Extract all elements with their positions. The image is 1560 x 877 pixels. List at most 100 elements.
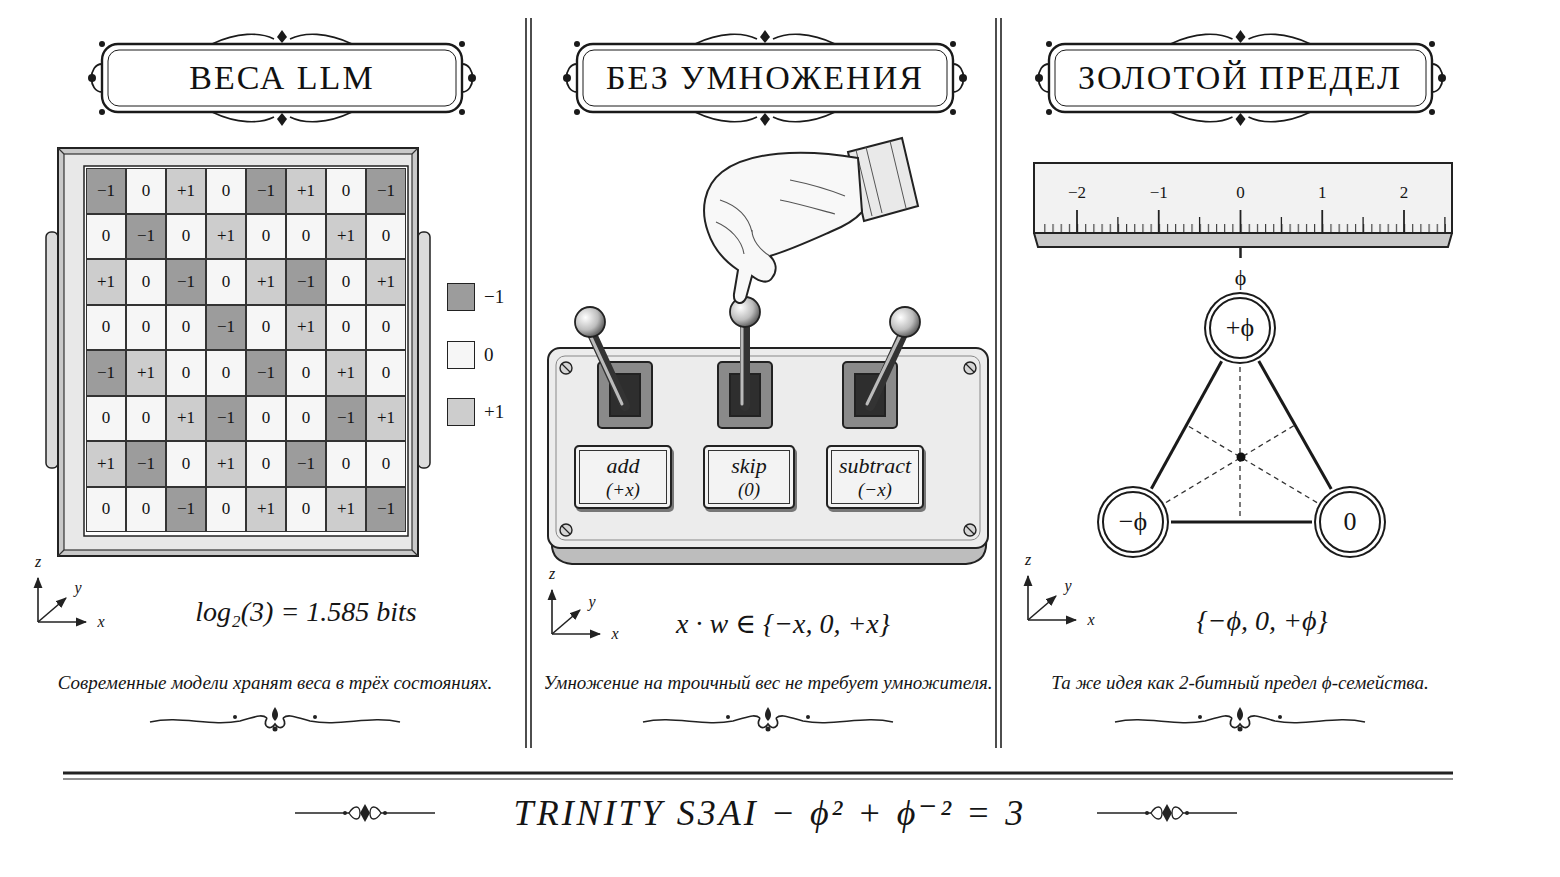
- legend-swatch: [447, 341, 475, 369]
- table-cell: 0: [326, 168, 366, 214]
- table-cell: +1: [286, 168, 326, 214]
- node-text: ВЕСА LLM: [189, 61, 374, 95]
- table-cell: −1: [326, 396, 366, 442]
- ruler-number: 0: [1236, 183, 1245, 203]
- table-cell: −1: [286, 259, 326, 305]
- table-cell: 0: [86, 214, 126, 260]
- legend-swatch: [447, 283, 475, 311]
- table-cell: −1: [366, 487, 406, 533]
- triangle-edge: [1171, 521, 1312, 524]
- panel-caption: Современные модели хранят веса в трёх со…: [58, 672, 492, 694]
- node-text: (−x): [858, 479, 892, 501]
- node-text: subtract: [839, 453, 911, 478]
- table-cell: −1: [126, 214, 166, 260]
- table-cell: 0: [206, 168, 246, 214]
- title-frame: ЗОЛОТОЙ ПРЕДЕЛ: [1043, 38, 1438, 118]
- table-cell: 0: [206, 259, 246, 305]
- table-cell: −1: [206, 305, 246, 351]
- state-circle: −ϕ: [1102, 491, 1164, 553]
- table-cell: −1: [246, 168, 286, 214]
- switch-plate: skip(0): [703, 445, 795, 509]
- table-cell: +1: [246, 259, 286, 305]
- panel-caption: Умножение на троичный вес не требует умн…: [543, 672, 992, 694]
- switch-plate: subtract(−x): [826, 445, 924, 509]
- node-text: БЕЗ УМНОЖЕНИЯ: [606, 61, 924, 95]
- table-cell: 0: [126, 259, 166, 305]
- table-cell: −1: [166, 487, 206, 533]
- axis-label: x: [611, 625, 618, 643]
- table-cell: 0: [126, 487, 166, 533]
- table-cell: −1: [206, 396, 246, 442]
- table-cell: −1: [166, 259, 206, 305]
- table-cell: −1: [286, 441, 326, 487]
- axis-label: y: [74, 579, 81, 597]
- table-cell: 0: [366, 441, 406, 487]
- axis-label: z: [35, 553, 41, 571]
- switch-plate: add(+x): [574, 445, 672, 509]
- table-cell: −1: [86, 350, 126, 396]
- title-frame: ВЕСА LLM: [96, 38, 468, 118]
- table-cell: 0: [86, 305, 126, 351]
- node-text: ЗОЛОТОЙ ПРЕДЕЛ: [1078, 61, 1402, 95]
- axis-label: z: [1025, 551, 1031, 569]
- ruler: [1034, 163, 1452, 258]
- legend-swatch: [447, 398, 475, 426]
- ruler-number: −1: [1150, 183, 1168, 203]
- table-cell: 0: [206, 350, 246, 396]
- table-cell: 0: [366, 214, 406, 260]
- node-text: −ϕ: [1119, 509, 1147, 535]
- formula: {−ϕ, 0, +ϕ}: [1196, 605, 1327, 637]
- table-cell: 0: [286, 350, 326, 396]
- table-cell: 0: [126, 396, 166, 442]
- table-cell: 0: [166, 214, 206, 260]
- axis-label: z: [549, 565, 555, 583]
- ruler-number: 1: [1318, 183, 1327, 203]
- node-text: skip: [731, 453, 766, 478]
- table-cell: 0: [126, 168, 166, 214]
- footer-caption: TRINITY S3AI − ϕ² + ϕ⁻² = 3: [514, 792, 1027, 834]
- axis-icons: [38, 576, 1076, 634]
- panel-dividers: [526, 18, 1001, 748]
- table-cell: −1: [86, 168, 126, 214]
- table-cell: +1: [326, 487, 366, 533]
- node-text: add: [607, 453, 640, 478]
- ruler-number: −2: [1068, 183, 1086, 203]
- table-cell: 0: [326, 441, 366, 487]
- table-cell: −1: [126, 441, 166, 487]
- legend-text: 0: [484, 344, 494, 366]
- formula: x · w ∈ {−x, 0, +x}: [676, 607, 890, 640]
- title-frame: БЕЗ УМНОЖЕНИЯ: [571, 38, 959, 118]
- switch-panel: [548, 297, 988, 564]
- legend-text: −1: [484, 286, 504, 308]
- node-text: +ϕ: [1226, 315, 1254, 341]
- table-cell: 0: [366, 305, 406, 351]
- table-cell: +1: [366, 396, 406, 442]
- node-text: (0): [738, 479, 760, 501]
- triangle-edge: [1259, 361, 1332, 489]
- table-cell: 0: [86, 396, 126, 442]
- table-cell: 0: [246, 305, 286, 351]
- table-cell: +1: [366, 259, 406, 305]
- table-cell: +1: [86, 259, 126, 305]
- table-cell: +1: [86, 441, 126, 487]
- node-text: (+x): [606, 479, 640, 501]
- table-cell: +1: [246, 487, 286, 533]
- table-cell: 0: [366, 350, 406, 396]
- table-cell: 0: [246, 396, 286, 442]
- table-cell: 0: [286, 487, 326, 533]
- axis-label: y: [588, 593, 595, 611]
- weight-board: [46, 148, 430, 556]
- table-cell: +1: [326, 214, 366, 260]
- state-circle: 0: [1319, 491, 1381, 553]
- axis-label: y: [1064, 577, 1071, 595]
- table-cell: +1: [126, 350, 166, 396]
- ornaments: [150, 707, 1365, 732]
- table-cell: 0: [166, 305, 206, 351]
- table-cell: 0: [86, 487, 126, 533]
- table-cell: +1: [286, 305, 326, 351]
- node-text: 0: [1344, 509, 1357, 535]
- table-cell: +1: [326, 350, 366, 396]
- legend-text: +1: [484, 401, 504, 423]
- phi-marker: ϕ: [1235, 265, 1247, 291]
